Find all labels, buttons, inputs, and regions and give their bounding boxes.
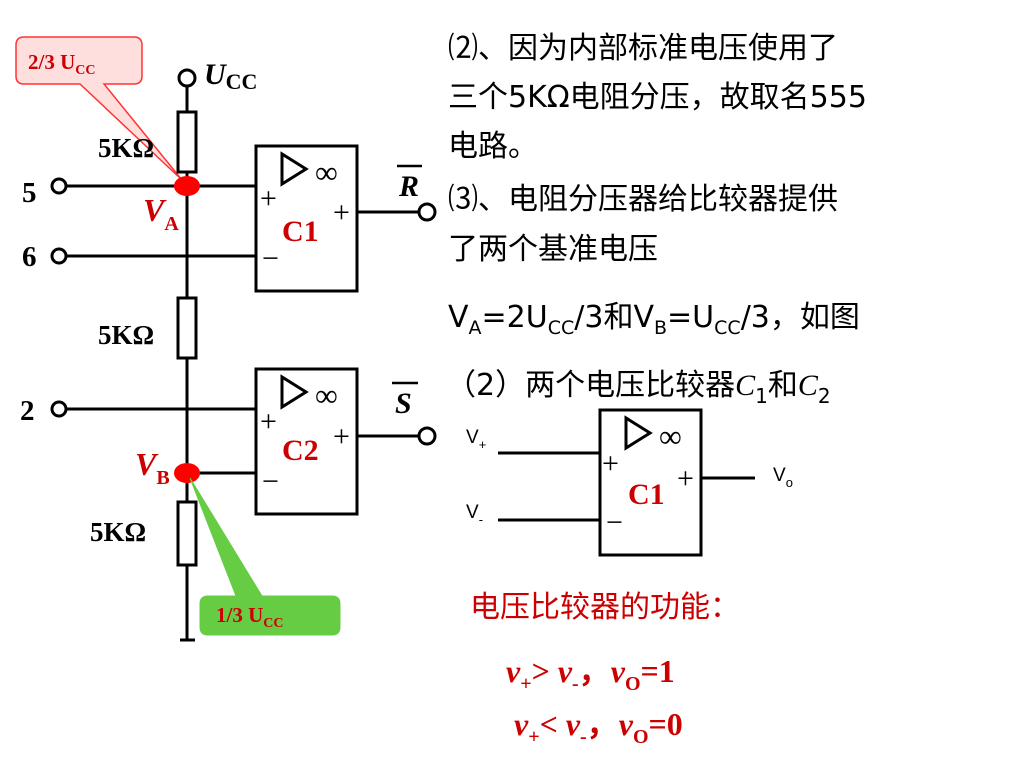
circuit-wiring bbox=[66, 86, 420, 642]
note-item2-line1: ⑵、因为内部标准电压使用了 bbox=[448, 31, 838, 66]
comparator-c1: ∞ + − + C1 bbox=[254, 144, 359, 293]
note-item3-line2: 了两个基准电压 bbox=[448, 232, 658, 267]
resistor-top bbox=[176, 110, 198, 174]
callout-two-thirds-ucc: 2/3 UCC bbox=[15, 36, 183, 181]
callout-top-sub: CC bbox=[75, 63, 95, 78]
reset-terminal bbox=[417, 202, 437, 222]
svg-text:1/3 UCC: 1/3 UCC bbox=[216, 603, 283, 631]
c2-plus-input: + bbox=[260, 405, 277, 438]
note-formula: VA=2UCC/3和VB=UCC/3，如图 bbox=[448, 300, 860, 339]
c1-label: C1 bbox=[282, 215, 319, 248]
function-rule-1: v+> v-，vO=1 bbox=[506, 652, 675, 695]
triangle-icon bbox=[280, 374, 309, 410]
triangle-icon bbox=[624, 415, 653, 451]
infinity-symbol: ∞ bbox=[659, 418, 682, 454]
node-va bbox=[174, 176, 200, 196]
note-item3-line1: ⑶、电阻分压器给比较器提供 bbox=[448, 182, 838, 217]
infinity-symbol: ∞ bbox=[315, 154, 338, 190]
node-vb bbox=[174, 463, 200, 483]
set-terminal bbox=[417, 426, 437, 446]
example-vplus-label: V+ bbox=[466, 427, 486, 452]
svg-text:2/3 UCC: 2/3 UCC bbox=[28, 50, 95, 78]
reset-label: R bbox=[398, 170, 419, 203]
comparators-heading: （2）两个电压比较器C1和C2 bbox=[446, 368, 831, 408]
ucc-terminal bbox=[177, 68, 197, 88]
comparator-c1-box bbox=[254, 144, 359, 293]
ucc-label: UCC bbox=[204, 58, 257, 94]
callout-one-third-ucc: 1/3 UCC bbox=[189, 477, 341, 636]
callout-bubble-bottom bbox=[189, 477, 341, 636]
c2-output-plus: + bbox=[333, 420, 350, 453]
c1-output-plus: + bbox=[333, 196, 350, 229]
c2-label: C2 bbox=[282, 434, 319, 467]
function-rule-2: v+< v-，vO=0 bbox=[514, 705, 683, 748]
pin2-label: 2 bbox=[20, 395, 35, 427]
note-item2-line2: 三个5KΩ电阻分压，故取名555 bbox=[448, 80, 867, 115]
example-comparator: ∞ + − + C1 V+ V- Vo bbox=[466, 408, 793, 557]
example-vo-label: Vo bbox=[773, 465, 793, 490]
resistor-bottom-label: 5KΩ bbox=[90, 517, 146, 547]
comparator-c2: ∞ + − + C2 bbox=[254, 367, 359, 516]
note-item2-line3: 电路。 bbox=[448, 129, 538, 164]
example-output-plus: + bbox=[677, 462, 694, 495]
pin6-label: 6 bbox=[22, 241, 37, 273]
pin5-label: 5 bbox=[22, 177, 37, 209]
resistor-middle-label: 5KΩ bbox=[98, 320, 154, 350]
va-label: VA bbox=[143, 192, 179, 235]
resistor-middle bbox=[176, 296, 198, 360]
example-plus-input: + bbox=[602, 447, 619, 480]
c1-plus-input: + bbox=[260, 182, 277, 215]
c2-minus-input: − bbox=[262, 465, 279, 498]
function-heading: 电压比较器的功能： bbox=[470, 590, 740, 625]
vb-label: VB bbox=[135, 446, 170, 489]
c1-minus-input: − bbox=[262, 242, 279, 275]
notes-block: ⑵、因为内部标准电压使用了 三个5KΩ电阻分压，故取名555 电路。 ⑶、电阻分… bbox=[446, 31, 867, 408]
infinity-symbol: ∞ bbox=[315, 377, 338, 413]
pin2-terminal bbox=[50, 400, 68, 418]
set-label: S bbox=[395, 387, 412, 420]
triangle-icon bbox=[280, 151, 309, 187]
callout-bottom-text: 1/3 U bbox=[216, 603, 263, 627]
callout-bottom-sub: CC bbox=[263, 616, 283, 631]
resistor-bottom bbox=[176, 500, 198, 567]
pin5-terminal bbox=[50, 177, 68, 195]
comparator-c2-box bbox=[254, 367, 359, 516]
callout-top-text: 2/3 U bbox=[28, 50, 75, 74]
example-minus-input: − bbox=[606, 506, 623, 539]
resistor-top-label: 5KΩ bbox=[98, 133, 154, 163]
example-vminus-label: V- bbox=[466, 502, 483, 527]
example-c1-label: C1 bbox=[628, 478, 665, 511]
callout-bubble-top bbox=[15, 36, 183, 181]
pin6-terminal bbox=[50, 247, 68, 265]
